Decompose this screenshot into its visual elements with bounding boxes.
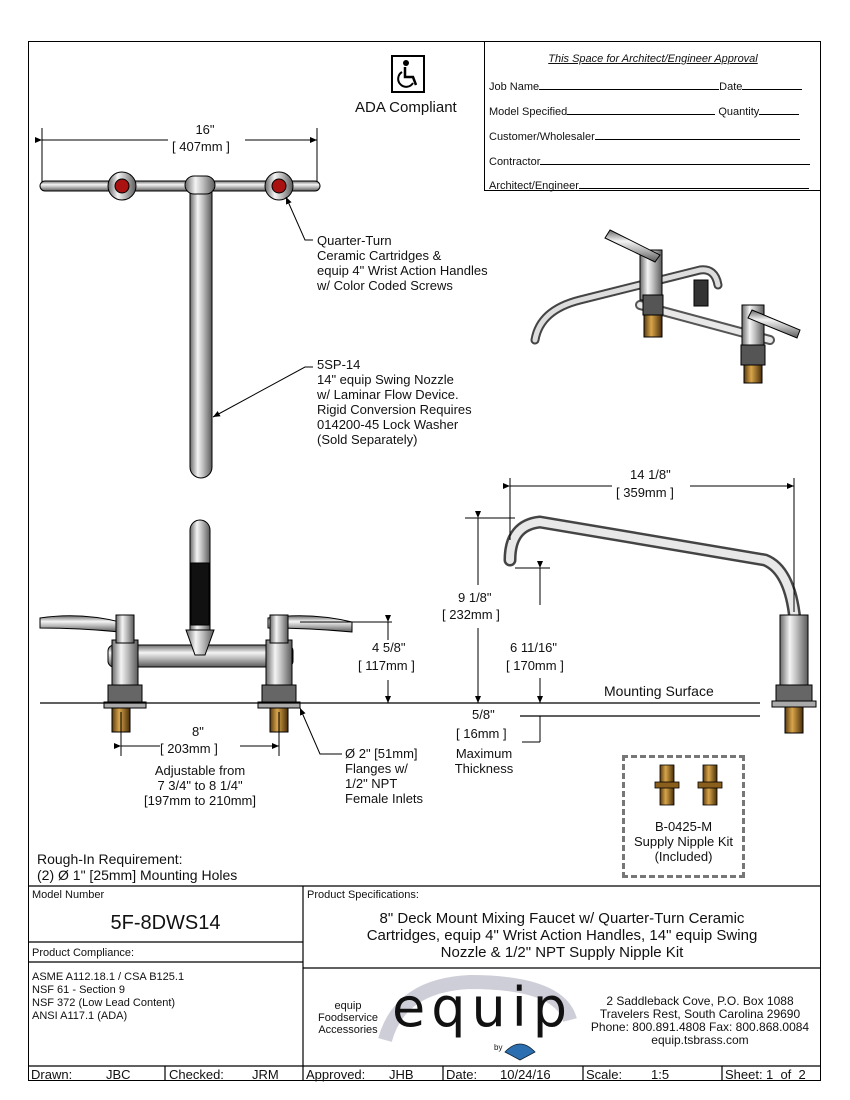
sheet-value: 1 of 2: [766, 1067, 806, 1082]
reach-in: 14 1/8": [630, 467, 671, 482]
approval-block: This Space for Architect/Engineer Approv…: [484, 42, 821, 192]
specs-label: Product Specifications:: [307, 889, 419, 901]
approval-title: This Space for Architect/Engineer Approv…: [548, 53, 758, 65]
nipple-kit-drawing: [654, 764, 723, 806]
top-width-mm: [ 407mm ]: [172, 139, 230, 154]
sheet-label: Sheet:: [725, 1067, 763, 1082]
compliance-label: Product Compliance:: [32, 947, 135, 959]
product-specs: 8" Deck Mount Mixing Faucet w/ Quarter-T…: [366, 910, 758, 961]
drawn-value: JBC: [106, 1067, 131, 1082]
front-height-mm: [ 117mm ]: [358, 658, 415, 673]
side-view: [465, 478, 817, 743]
supply-nipple-kit: B-0425-M Supply Nipple Kit (Included): [622, 755, 745, 878]
wheelchair-icon: [391, 55, 425, 93]
equip-logo: [378, 974, 577, 1061]
model-number-label: Model Number: [32, 889, 105, 901]
front-height-in: 4 5/8": [372, 640, 406, 655]
ada-label: ADA Compliant: [355, 99, 457, 116]
model-specified-label: Model Specified: [489, 106, 568, 118]
job-name-label: Job Name: [489, 81, 540, 93]
date-footer-label: Date:: [446, 1067, 478, 1082]
thickness-in: 5/8": [472, 707, 495, 722]
approved-label: Approved:: [306, 1067, 366, 1082]
adjustable-range: Adjustable from 7 3/4" to 8 1/4" [197mm …: [144, 763, 256, 808]
rough-in: Rough-In Requirement: (2) Ø 1" [25mm] Mo…: [37, 851, 238, 883]
height-in: 9 1/8": [458, 590, 492, 605]
thickness-note: Maximum Thickness: [454, 746, 514, 776]
iso-view: [530, 229, 801, 384]
cartridge-callout: Quarter-Turn Ceramic Cartridges & equip …: [317, 233, 488, 293]
quantity-label: Quantity: [718, 106, 760, 118]
kit-text: B-0425-M Supply Nipple Kit (Included): [634, 819, 733, 864]
company-address: 2 Saddleback Cove, P.O. Box 1088 Travele…: [590, 994, 810, 1047]
outlet-mm: [ 170mm ]: [506, 658, 564, 673]
brand-wordmark: equip: [392, 976, 574, 1039]
brand-by: by: [494, 1043, 503, 1052]
scale-label: Scale:: [586, 1067, 623, 1082]
architect-label: Architect/Engineer: [489, 180, 579, 192]
drawn-label: Drawn:: [31, 1067, 73, 1082]
contractor-label: Contractor: [489, 156, 541, 168]
scale-value: 1:5: [651, 1067, 670, 1082]
checked-value: JRM: [252, 1067, 279, 1082]
checked-label: Checked:: [169, 1067, 224, 1082]
drawing-frame: [28, 41, 821, 1081]
top-view: [35, 128, 321, 479]
height-mm: [ 232mm ]: [442, 607, 500, 622]
reach-mm: [ 359mm ]: [616, 485, 674, 500]
center-in: 8": [192, 724, 204, 739]
top-width-in: 16": [195, 122, 215, 137]
thickness-mm: [ 16mm ]: [456, 726, 507, 741]
model-number: 5F-8DWS14: [110, 912, 221, 934]
outlet-in: 6 11/16": [510, 640, 558, 655]
date-label: Date: [719, 81, 743, 93]
brand-tag: equip Foodservice Accessories: [318, 1000, 378, 1036]
front-view: [39, 519, 760, 756]
customer-label: Customer/Wholesaler: [489, 131, 595, 143]
nozzle-callout: 5SP-14 14" equip Swing Nozzle w/ Laminar…: [317, 357, 472, 447]
date-footer-value: 10/24/16: [500, 1067, 551, 1082]
center-mm: [ 203mm ]: [160, 741, 218, 756]
mounting-surface-label: Mounting Surface: [604, 683, 714, 699]
compliance-list: ASME A112.18.1 / CSA B125.1 NSF 61 - Sec…: [32, 971, 185, 1022]
approved-value: JHB: [389, 1067, 414, 1082]
flange-callout: Ø 2" [51mm] Flanges w/ 1/2" NPT Female I…: [345, 746, 424, 806]
